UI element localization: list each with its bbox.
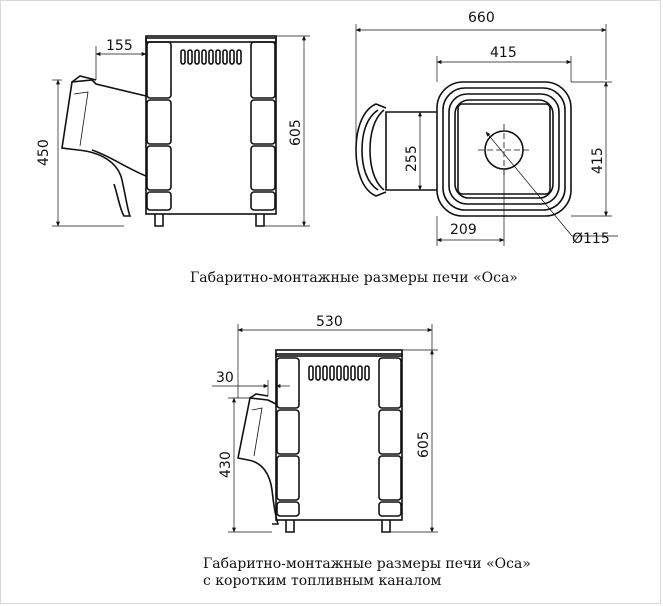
caption-short-channel: Габаритно-монтажные размеры печи «Оса» с… [203, 556, 531, 590]
stove-body [145, 37, 277, 215]
stone-column-left [146, 41, 172, 211]
caption-short-line1: Габаритно-монтажные размеры печи «Оса» [203, 556, 531, 572]
stove-top-lip [145, 35, 277, 43]
stove-leg-right [255, 214, 265, 227]
fuel-channel-top [355, 103, 437, 197]
dim-label-660: 660 [468, 10, 495, 26]
top-view-dimensions: 660 415 415 255 209 Ø115 [355, 10, 618, 247]
dim-label-415-side: 415 [590, 147, 606, 174]
dim-label-209: 209 [450, 222, 477, 238]
stove-short-channel-view [237, 349, 403, 533]
vent-slots-short [308, 365, 370, 381]
dim-label-255: 255 [404, 145, 420, 172]
stone-column-right [250, 41, 276, 211]
vent-slots [180, 49, 242, 65]
fuel-channel [61, 75, 147, 217]
stove-side-view [61, 35, 277, 227]
side-view-dimensions: 155 450 605 [36, 35, 310, 227]
dim-label-415-top: 415 [490, 45, 517, 61]
dim-label-605-short: 605 [416, 431, 432, 458]
caption-short-line2: с коротким топливным каналом [203, 573, 442, 589]
short-view-dimensions: 530 30 430 605 [212, 314, 438, 533]
dim-label-30: 30 [216, 370, 234, 386]
dim-label-d115: Ø115 [572, 231, 610, 247]
fuel-channel-short [237, 393, 280, 525]
stone-column-right-short [378, 357, 402, 517]
dim-label-450: 450 [36, 139, 52, 166]
caption-standard: Габаритно-монтажные размеры печи «Оса» [190, 270, 518, 286]
dim-label-605-side: 605 [288, 119, 304, 146]
stone-column-left-short [276, 357, 300, 517]
dim-label-430: 430 [218, 451, 234, 478]
stove-leg-left [154, 214, 164, 227]
dim-label-155: 155 [106, 38, 133, 54]
dim-label-530: 530 [316, 314, 343, 330]
stove-body-short [275, 353, 403, 521]
